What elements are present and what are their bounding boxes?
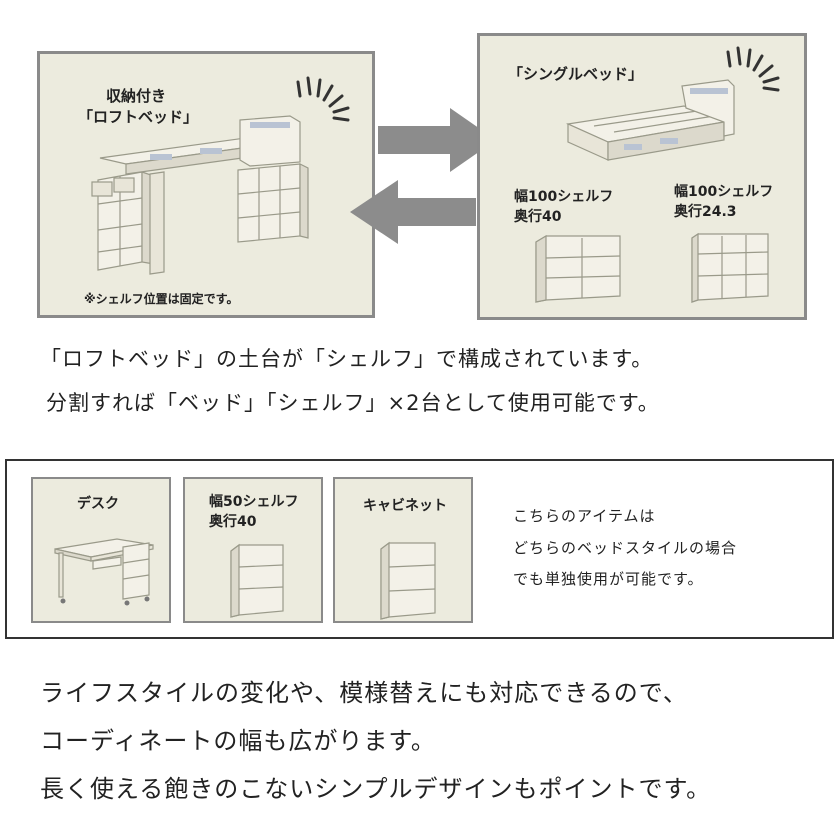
bottom-text-line1: ライフスタイルの変化や、模様替えにも対応できるので、: [40, 679, 688, 707]
loft-bed-panel: 収納付き 「ロフトベッド」: [37, 51, 375, 318]
single-bed-image: [565, 79, 735, 161]
single-bed-title: 「シングルベッド」: [508, 65, 644, 83]
shelf50-card: 幅50シェルフ 奥行40: [183, 477, 323, 623]
shelf2-label-line2: 奥行24.3: [674, 204, 737, 220]
shelf50-label-line1: 幅50シェルフ: [209, 494, 299, 510]
cabinet-label: キャビネット: [363, 498, 447, 514]
shelf1-label-line1: 幅100シェルフ: [514, 189, 614, 205]
shelf-wide-deep-image: [535, 234, 621, 303]
items-note-line1: こちらのアイテムは: [513, 507, 656, 525]
cabinet-image: [380, 541, 436, 620]
loft-bed-image: [91, 115, 309, 275]
sparkle-icon: [726, 46, 780, 92]
shelf-wide-shallow-image: [691, 232, 769, 303]
shelf50-label-line2: 奥行40: [209, 514, 257, 530]
bottom-text-line2: コーディネートの幅も広がります。: [40, 727, 436, 755]
arrow-right-icon: [378, 108, 496, 172]
middle-text-line2: 分割すれば「ベッド」「シェルフ」×2台として使用可能です。: [46, 391, 660, 415]
loft-bed-footnote: ※シェルフ位置は固定です。: [84, 292, 239, 306]
shelf1-label-line2: 奥行40: [514, 209, 562, 225]
items-box: デスク 幅50シェルフ 奥行40: [5, 459, 834, 639]
items-note-line2: どちらのベッドスタイルの場合: [513, 539, 738, 557]
items-note-line3: でも単独使用が可能です。: [513, 570, 704, 588]
desk-card: デスク: [31, 477, 171, 623]
sparkle-icon: [296, 76, 350, 122]
desk-label: デスク: [77, 496, 119, 512]
desk-image: [54, 538, 154, 606]
loft-bed-title-line2: 「ロフトベッド」: [78, 108, 199, 126]
cabinet-card: キャビネット: [333, 477, 473, 623]
shelf50-image: [230, 543, 284, 618]
single-bed-panel: 「シングルベッド」 幅100シェルフ 奥行40 幅100シェルフ 奥行24.3: [477, 33, 807, 320]
bottom-text-line3: 長く使える飽きのこないシンプルデザインもポイントです。: [40, 775, 712, 803]
arrow-left-icon: [350, 180, 476, 244]
shelf2-label-line1: 幅100シェルフ: [674, 184, 774, 200]
loft-bed-title-line1: 収納付き: [106, 87, 167, 105]
middle-text-line1: 「ロフトベッド」の土台が「シェルフ」で構成されています。: [40, 347, 654, 371]
